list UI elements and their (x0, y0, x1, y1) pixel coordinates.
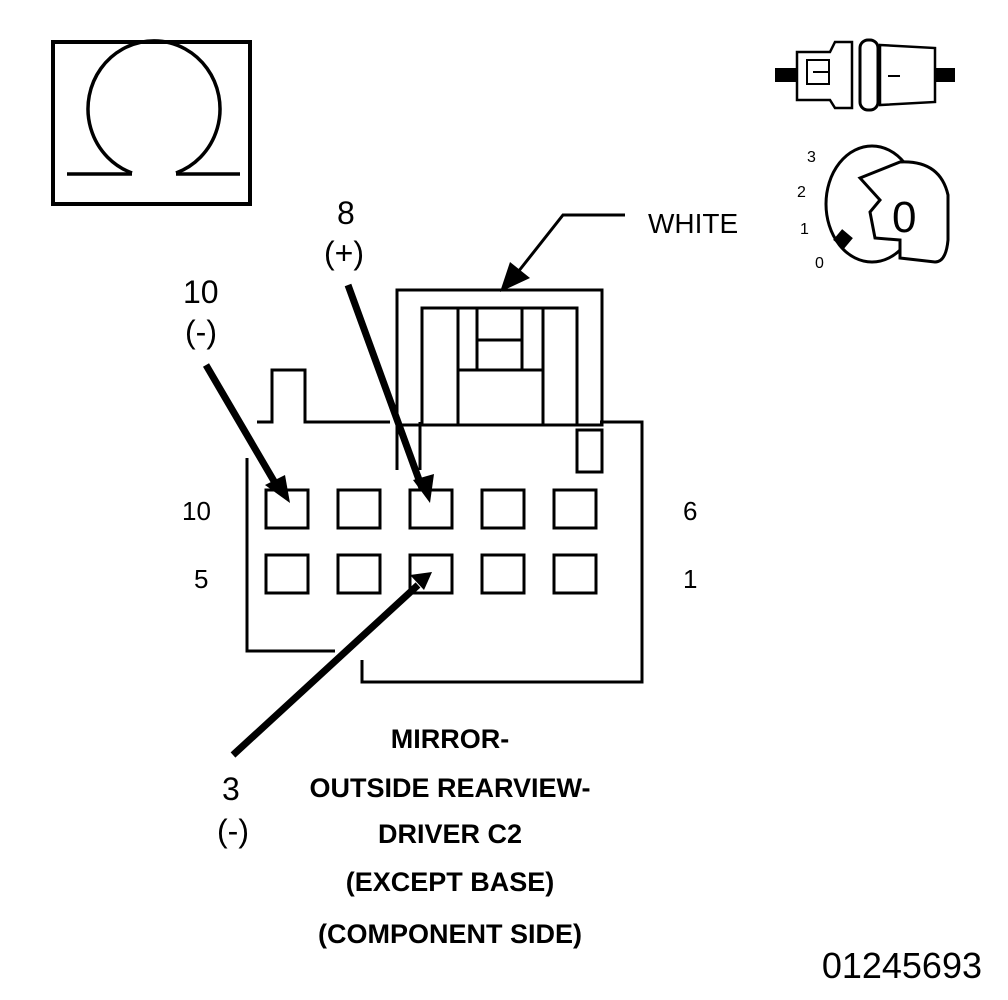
disconnected-connector-icon (775, 38, 955, 112)
connector-color-label: WHITE (648, 208, 738, 239)
arrow-pin-3 (230, 582, 421, 758)
ignition-position-1: 1 (800, 221, 809, 238)
arrowhead-pin-10 (265, 475, 290, 503)
callout-arrows (202, 213, 625, 758)
pin-cavities (264, 488, 598, 595)
callout-pin-8-polarity: (+) (324, 235, 364, 271)
pin-1 (552, 553, 598, 595)
arrowhead-pin-8 (413, 474, 434, 503)
arrowhead-pin-3 (410, 572, 432, 590)
caption-line-3: DRIVER C2 (378, 819, 522, 849)
row-label-bottom-right: 1 (683, 564, 697, 594)
caption-line-1: MIRROR- (391, 724, 509, 754)
callout-pin-10-number: 10 (183, 274, 219, 310)
arrow-pin-8 (344, 283, 426, 490)
caption-line-2: OUTSIDE REARVIEW- (310, 773, 591, 803)
diagram-caption: MIRROR- OUTSIDE REARVIEW- DRIVER C2 (EXC… (310, 724, 591, 949)
callout-pin-8-number: 8 (337, 195, 355, 231)
pin-7 (480, 488, 526, 530)
ignition-key-off-icon: 3 2 1 0 0 (797, 144, 950, 272)
pin-6 (552, 488, 598, 530)
pin-5 (264, 553, 310, 595)
pin-4 (336, 553, 382, 595)
connector-body (245, 368, 644, 684)
callout-pin-3-number: 3 (222, 771, 240, 807)
pin-2 (480, 553, 526, 595)
row-label-bottom-left: 5 (194, 564, 208, 594)
ignition-position-2: 2 (797, 184, 806, 201)
row-label-top-right: 6 (683, 496, 697, 526)
arrow-pin-10 (202, 363, 282, 490)
connector-latch (395, 288, 604, 474)
ignition-position-0: 0 (815, 255, 824, 272)
callout-pin-10-polarity: (-) (185, 314, 217, 350)
row-label-top-left: 10 (182, 496, 211, 526)
arrowhead-white (500, 262, 530, 292)
caption-line-5: (COMPONENT SIDE) (318, 919, 582, 949)
arrow-white-leader (516, 213, 625, 273)
caption-line-4: (EXCEPT BASE) (346, 867, 555, 897)
ignition-position-3: 3 (807, 149, 816, 166)
ignition-key-label: 0 (892, 193, 916, 242)
pin-3 (408, 553, 454, 595)
figure-id: 01245693 (822, 945, 982, 986)
callout-pin-3-polarity: (-) (217, 813, 249, 849)
pin-9 (336, 488, 382, 530)
omega-icon (51, 39, 252, 206)
